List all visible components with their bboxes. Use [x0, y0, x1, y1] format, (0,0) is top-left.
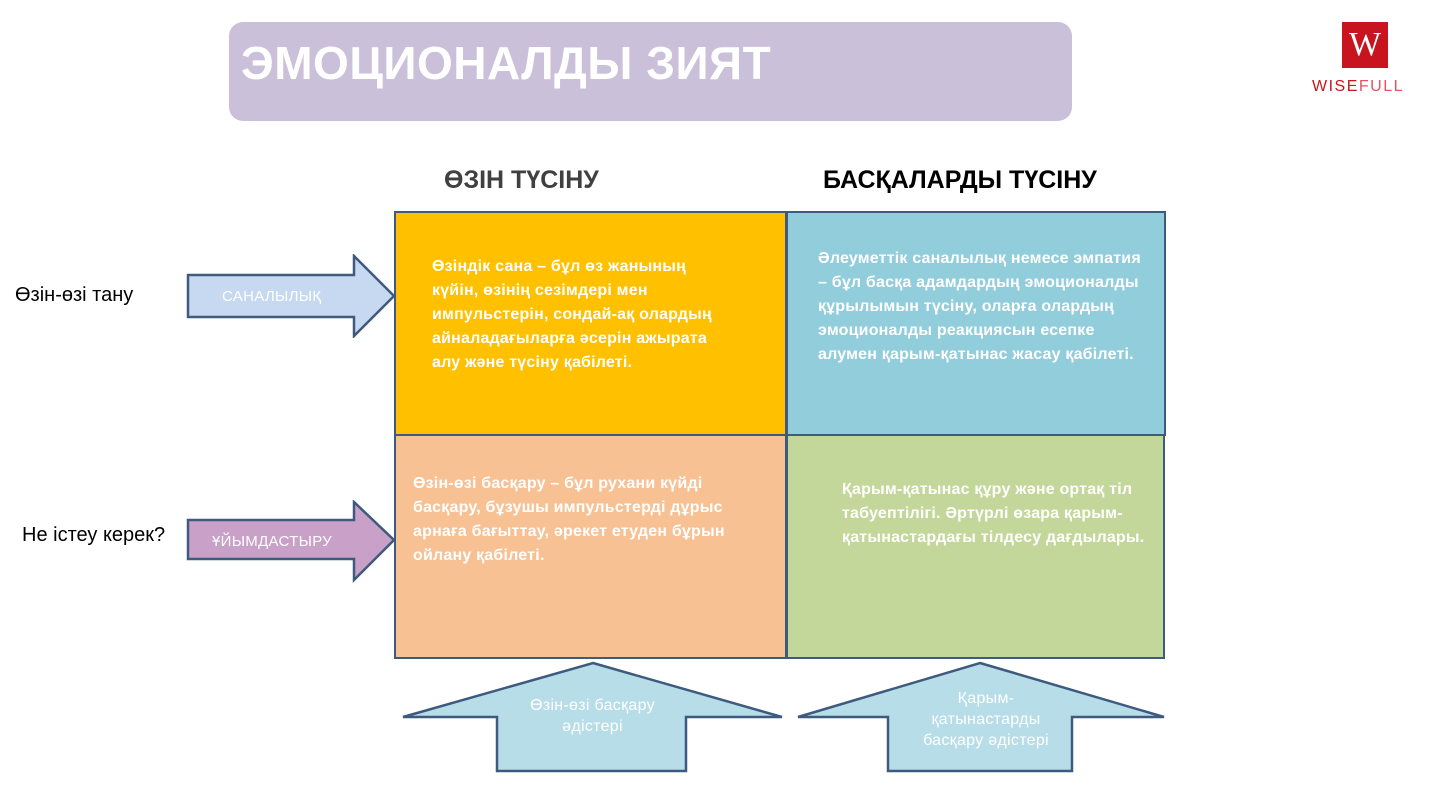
awareness-arrow — [186, 254, 396, 338]
logo-wordmark: WISEFULL — [1312, 78, 1404, 96]
self-management-methods-arrow — [402, 661, 783, 773]
wisefull-logo: W WISEFULL — [1312, 20, 1420, 100]
quadrant-self-management-text: Өзін-өзі басқару – бұл рухани күйді басқ… — [413, 475, 725, 564]
column-header-self: ӨЗІН ТҮСІНУ — [444, 166, 599, 194]
self-management-methods-label: Өзін-өзі басқару әдістері — [530, 697, 655, 735]
row-label-what-to-do: Не істеу керек? — [22, 524, 166, 546]
regulation-arrow-label: ҰЙЫМДАСТЫРУ — [212, 533, 333, 550]
relationship-management-methods-label: Қарым-қатынастарды басқару әдістері — [923, 690, 1049, 749]
logo-wordmark-part1: WISE — [1312, 78, 1359, 95]
regulation-arrow — [186, 500, 396, 584]
quadrant-social-awareness: Әлеуметтік саналылық немесе эмпатия – бұ… — [786, 211, 1166, 436]
title-banner — [229, 22, 1072, 121]
awareness-arrow-label: САНАЛЫЛЫҚ — [222, 288, 322, 305]
column-header-others: БАСҚАЛАРДЫ ТҮСІНУ — [823, 166, 1097, 194]
relationship-management-methods-arrow — [797, 661, 1165, 773]
logo-mark: W — [1342, 22, 1388, 68]
quadrant-self-awareness-text: Өзіндік сана – бұл өз жанының күйін, өзі… — [432, 258, 712, 371]
quadrant-social-awareness-text: Әлеуметтік саналылық немесе эмпатия – бұ… — [818, 250, 1141, 363]
quadrant-relationship-management: Қарым-қатынас құру және ортақ тіл табуеп… — [786, 434, 1165, 659]
quadrant-relationship-management-text: Қарым-қатынас құру және ортақ тіл табуеп… — [842, 481, 1145, 546]
quadrant-self-awareness: Өзіндік сана – бұл өз жанының күйін, өзі… — [394, 211, 787, 436]
logo-wordmark-part2: FULL — [1358, 78, 1405, 95]
quadrant-self-management: Өзін-өзі басқару – бұл рухани күйді басқ… — [394, 434, 787, 659]
row-label-self-knowledge: Өзін-өзі тану — [15, 284, 134, 306]
page-title: ЭМОЦИОНАЛДЫ ЗИЯТ — [241, 37, 772, 89]
